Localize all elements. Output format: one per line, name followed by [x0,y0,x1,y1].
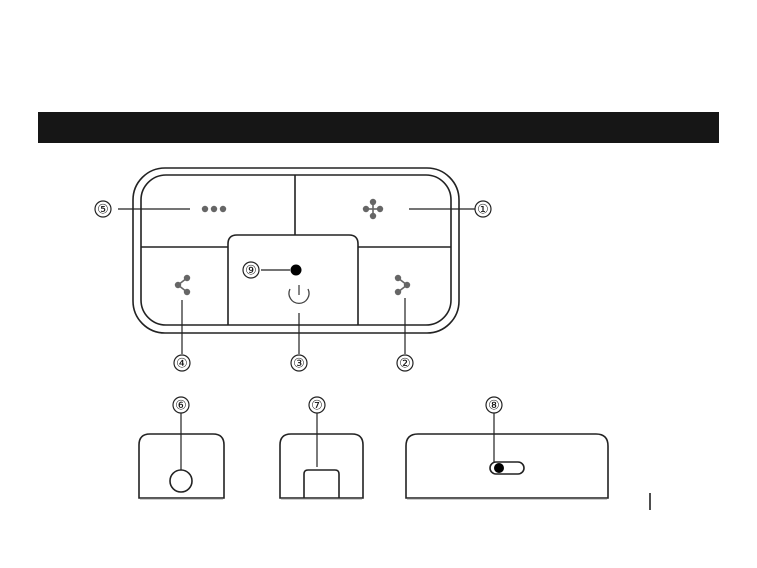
callout-2-label: ② [399,357,411,372]
round-port [170,470,192,492]
callout-3: ③ [291,355,307,372]
led-indicator [291,265,302,276]
share-right-icon [395,275,410,295]
callout-7: ⑦ [309,397,325,414]
callout-4: ④ [174,355,190,372]
callout-1-label: ① [477,203,489,218]
callout-3-label: ③ [293,357,305,372]
callout-2: ② [397,355,413,372]
share-left-icon [175,275,190,295]
callout-7-label: ⑦ [311,399,323,414]
pair-icon [363,199,383,219]
callout-5-label: ⑤ [97,203,109,218]
callout-8-label: ⑧ [488,399,500,414]
side-view-usb [280,434,363,498]
callout-9: ⑨ [243,262,259,279]
side-view-switch [406,434,608,498]
more-icon [202,206,226,212]
callout-9-label: ⑨ [245,264,257,279]
mini-usb-port [304,470,339,498]
callout-4-label: ④ [176,357,188,372]
callout-6-label: ⑥ [175,399,187,414]
power-icon [289,285,309,303]
callout-8: ⑧ [486,397,502,414]
callout-1: ① [475,201,491,218]
switch-knob [494,463,504,473]
callout-6: ⑥ [173,397,189,414]
leader-lines [118,209,494,470]
callout-5: ⑤ [95,201,111,218]
center-button-outline [228,235,358,325]
